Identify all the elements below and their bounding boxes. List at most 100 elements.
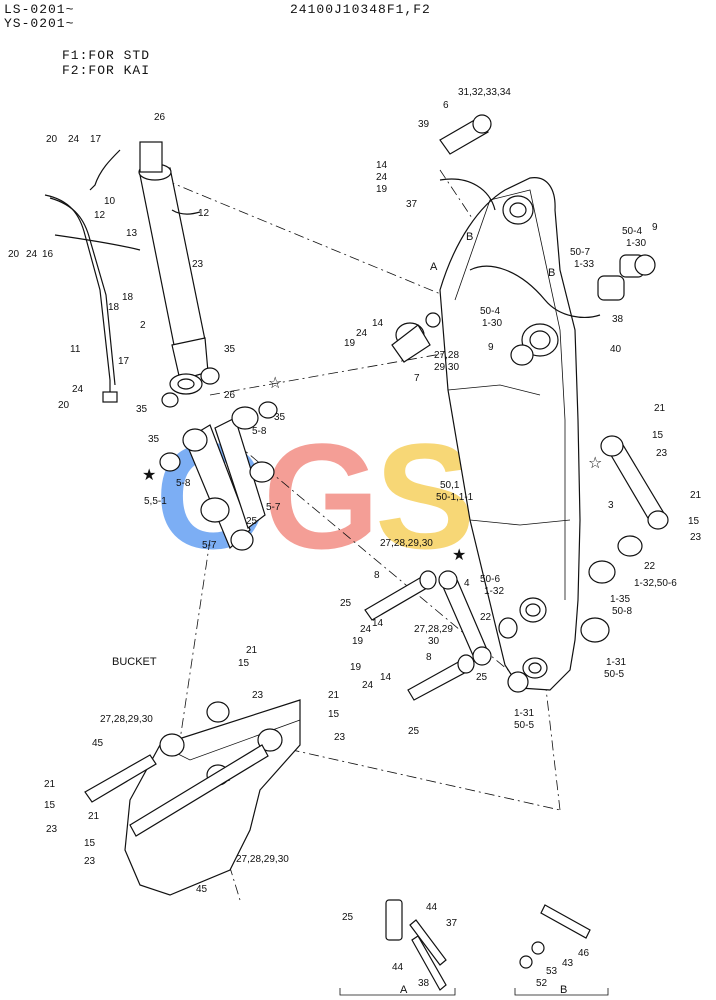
callout: 35	[274, 412, 286, 423]
callout: 53	[546, 966, 558, 977]
callout: 19	[350, 662, 362, 673]
callout: 35	[224, 344, 236, 355]
callout: 16	[42, 249, 54, 260]
callout: 24	[362, 680, 374, 691]
callout: 19	[344, 338, 356, 349]
callout: 24	[356, 328, 368, 339]
callout: 23	[192, 259, 204, 270]
star-filled-mid: ★	[452, 547, 466, 564]
callout: 20	[46, 134, 58, 145]
callout: 20	[8, 249, 20, 260]
callout: 50-4	[480, 306, 500, 317]
callout: 26	[154, 112, 166, 123]
middle-pins	[364, 312, 529, 701]
callout: 1-31	[606, 657, 626, 668]
callout: 5-8	[252, 426, 267, 437]
callout: 21	[328, 690, 340, 701]
star-outline-right: ☆	[588, 455, 602, 472]
callout: 12	[198, 208, 210, 219]
callout: 24	[360, 624, 372, 635]
callout: 40	[610, 344, 622, 355]
boom-arm	[439, 177, 601, 691]
callout: 25	[342, 912, 354, 923]
callout: 9	[488, 342, 494, 353]
callout: 5,5-1	[144, 496, 167, 507]
callout: 24	[72, 384, 84, 395]
callout: 21	[654, 403, 666, 414]
callout: 38	[612, 314, 624, 325]
callout: 23	[656, 448, 668, 459]
callout: 21	[44, 779, 56, 790]
callout: 23	[84, 856, 96, 867]
callout: 4	[464, 578, 470, 589]
callout: 50-7	[570, 247, 590, 258]
callout: 15	[652, 430, 664, 441]
callout: 11	[70, 344, 81, 355]
callout: 22	[644, 561, 656, 572]
callout: 21	[690, 490, 702, 501]
callout: 38	[418, 978, 430, 989]
callout: 50-1,1-1	[436, 492, 474, 503]
callout: 25	[408, 726, 420, 737]
note-std: F1:FOR STD	[62, 48, 151, 63]
callout: 8	[426, 652, 432, 663]
callout: 6	[443, 100, 449, 111]
arm-links	[159, 401, 278, 551]
callout: 23	[252, 690, 264, 701]
callout: 50-6	[480, 574, 500, 585]
callout: 17	[118, 356, 130, 367]
callout: 50-4	[622, 226, 642, 237]
callout: 5-7	[202, 540, 217, 551]
callout: 3	[608, 500, 614, 511]
drawing-number: 24100J10348F1,F2	[290, 2, 431, 17]
callout: 14	[372, 618, 384, 629]
callout: 44	[392, 962, 404, 973]
callout: 24	[26, 249, 38, 260]
callout: 23	[46, 824, 58, 835]
serial-range-ys: YS-0201~	[4, 16, 75, 31]
detail-b-caption: B	[560, 984, 567, 996]
detail-b	[514, 904, 609, 996]
callout: 29,30	[434, 362, 459, 373]
callout: 25	[476, 672, 488, 683]
callout: 37	[446, 918, 458, 929]
callout: 35	[136, 404, 148, 415]
callout: 19	[376, 184, 388, 195]
part-callouts: 26 20 24 17 10 12 12 20 24 16 13 23 18 1…	[8, 87, 702, 989]
callout: 14	[372, 318, 384, 329]
callout: 35	[148, 434, 160, 445]
callout: 46	[578, 948, 590, 959]
callout: 24	[376, 172, 388, 183]
callout: 24	[68, 134, 80, 145]
detail-a-marker-boom: B	[466, 231, 473, 243]
callout: 12	[94, 210, 106, 221]
callout: 9	[652, 222, 658, 233]
callout: 2	[140, 320, 146, 331]
hydraulic-cylinder	[89, 141, 220, 408]
side-link	[510, 254, 669, 643]
callout: 45	[196, 884, 208, 895]
callout: 52	[536, 978, 548, 989]
callout: 50-8	[612, 606, 632, 617]
callout: 27,28	[434, 350, 459, 361]
callout: 7	[414, 373, 420, 384]
callout: 50-5	[514, 720, 534, 731]
callout: 13	[126, 228, 138, 239]
top-pin	[439, 114, 492, 155]
detail-a-caption: A	[400, 984, 408, 996]
callout: 27,28,29,30	[380, 538, 433, 549]
callout: 31,32,33,34	[458, 87, 511, 98]
grease-pipe	[44, 194, 141, 403]
detail-b-marker: B	[548, 267, 555, 279]
callout: 17	[90, 134, 102, 145]
callout: 15	[688, 516, 700, 527]
callout: 15	[44, 800, 56, 811]
callout: 1-35	[610, 594, 630, 605]
callout: 44	[426, 902, 438, 913]
callout: 23	[334, 732, 346, 743]
callout: 22	[480, 612, 492, 623]
callout: 25	[246, 516, 258, 527]
callout: 1-33	[574, 259, 594, 270]
callout: 30	[428, 636, 440, 647]
